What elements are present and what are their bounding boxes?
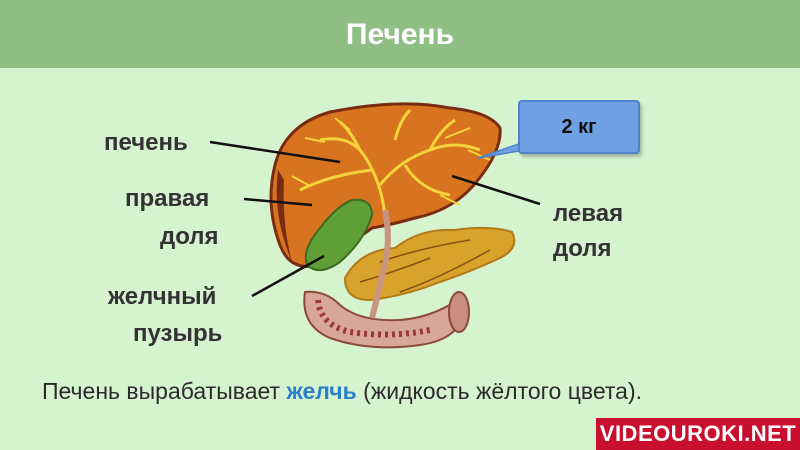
label-liver: печень xyxy=(104,129,188,156)
pancreas-illustration xyxy=(343,226,516,302)
label-right-lobe-1: правая xyxy=(125,185,210,212)
label-gallbladder-1: желчный xyxy=(108,283,217,310)
header-bar xyxy=(0,0,800,68)
weight-callout: 2 кг xyxy=(518,100,640,154)
pointer-left-lobe xyxy=(451,174,541,206)
slide-title: Печень xyxy=(345,18,455,51)
label-left-lobe-1: левая xyxy=(553,200,624,227)
caption-highlight: желчь xyxy=(286,378,357,404)
label-right-lobe-2: доля xyxy=(160,223,219,250)
bile-duct xyxy=(369,209,391,319)
gallbladder-illustration xyxy=(304,198,374,272)
caption: Печень вырабатывает желчь (жидкость жёлт… xyxy=(42,378,642,405)
caption-after: (жидкость жёлтого цвета). xyxy=(356,378,643,404)
label-left-lobe-2: доля xyxy=(553,235,612,262)
liver-vessels xyxy=(299,108,481,216)
pointer-liver xyxy=(209,140,341,164)
caption-before: Печень вырабатывает xyxy=(42,378,287,404)
label-gallbladder-2: пузырь xyxy=(133,320,223,347)
videouroki-logo: VIDEOUROKI.NET xyxy=(596,418,800,450)
intestine-end xyxy=(448,291,470,333)
pointer-right-lobe xyxy=(243,197,313,207)
pointer-gallbladder xyxy=(251,254,325,298)
